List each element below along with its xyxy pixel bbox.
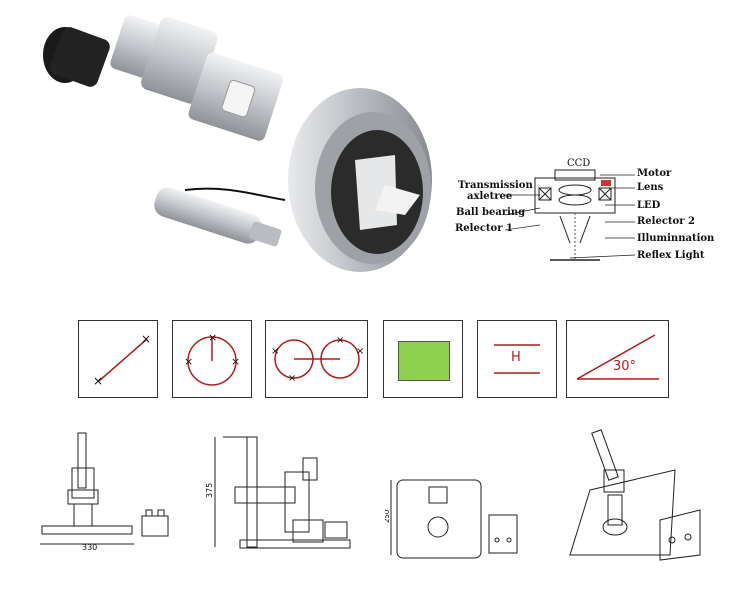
label-relector-2: Relector 2	[637, 216, 695, 227]
measure-angle-icon: 30°	[566, 320, 669, 398]
drawing-side-view: 375	[205, 436, 351, 549]
drawing-front-view: 330	[40, 432, 169, 552]
dimension-height: 375	[205, 483, 214, 498]
svg-text:×: ×	[336, 335, 344, 346]
label-motor: Motor	[637, 168, 672, 179]
dimension-depth: 250	[385, 510, 391, 523]
label-ccd: CCD	[567, 158, 591, 169]
measure-circle-3point-icon: × × ×	[172, 320, 252, 398]
measure-height-icon: H	[477, 320, 557, 398]
led-light-tube	[154, 187, 282, 247]
drawing-perspective-view	[569, 429, 701, 561]
measure-two-circles-icon: × × × ×	[265, 320, 368, 398]
svg-text:×: ×	[141, 332, 151, 346]
measure-area-icon	[383, 320, 463, 398]
area-green-square	[398, 341, 450, 381]
label-illumination: Illuminnation	[637, 233, 715, 244]
svg-text:×: ×	[184, 355, 193, 368]
label-relector-1: Relector 1	[455, 223, 513, 234]
dimension-width: 330	[82, 543, 97, 552]
product-photo	[43, 15, 432, 272]
structure-diagram	[534, 169, 616, 261]
label-reflex-light: Reflex Light	[637, 250, 705, 261]
camera-head	[43, 27, 110, 87]
svg-text:×: ×	[231, 355, 240, 368]
label-led: LED	[637, 200, 661, 211]
light-cable	[184, 187, 286, 201]
label-axletree: axletree	[467, 191, 513, 202]
svg-text:×: ×	[288, 373, 296, 384]
angle-label: 30°	[613, 359, 637, 374]
svg-text:×: ×	[356, 346, 364, 357]
svg-text:×: ×	[208, 331, 217, 344]
measure-distance-icon: × ×	[78, 320, 158, 398]
svg-text:×: ×	[93, 374, 103, 388]
label-lens: Lens	[637, 182, 664, 193]
lens-barrel	[110, 15, 284, 141]
label-ball-bearing: Ball bearing	[456, 207, 526, 218]
height-label: H	[511, 350, 521, 365]
ring-light-housing	[288, 88, 432, 272]
label-transmission: Transmission	[458, 180, 533, 191]
svg-text:×: ×	[271, 346, 279, 357]
drawing-top-view: 250	[385, 479, 518, 559]
diagram-leaders	[505, 174, 636, 259]
